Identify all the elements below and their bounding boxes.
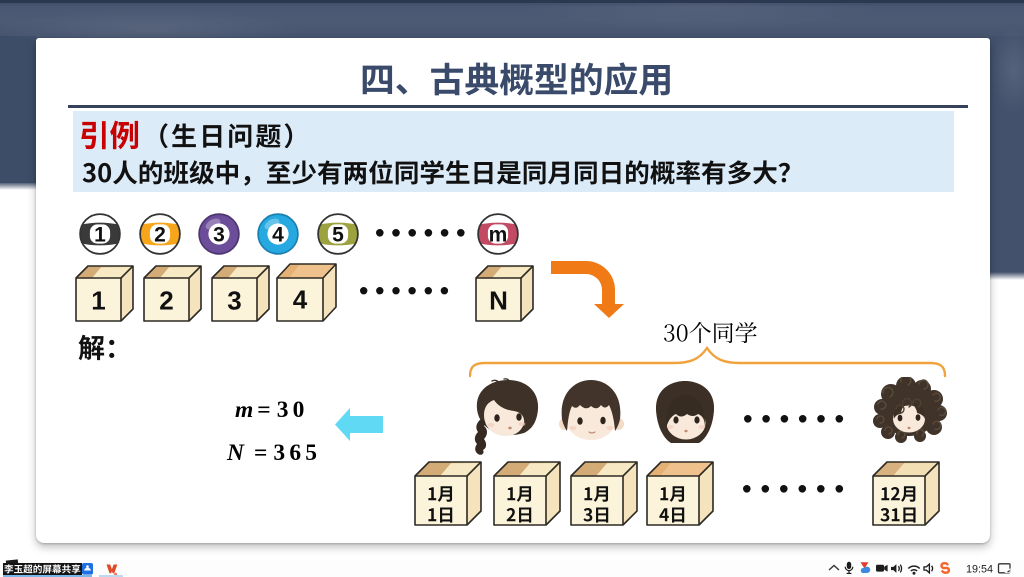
svg-text:19:54: 19:54 — [966, 563, 993, 575]
svg-text:3: 3 — [227, 286, 241, 316]
svg-text:N: N — [489, 286, 508, 316]
svg-text:3: 3 — [213, 224, 225, 247]
svg-text:5: 5 — [332, 224, 344, 247]
svg-text:4: 4 — [293, 285, 308, 315]
svg-text:2: 2 — [154, 224, 166, 247]
svg-text:1: 1 — [91, 286, 105, 316]
svg-text:4: 4 — [272, 224, 284, 247]
svg-text:m: m — [489, 224, 508, 247]
svg-text:1: 1 — [94, 224, 106, 247]
svg-text:2: 2 — [159, 286, 173, 316]
